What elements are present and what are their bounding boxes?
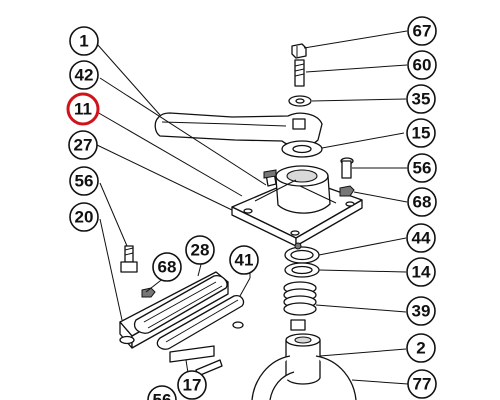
part-35-washer xyxy=(288,95,312,107)
callout-label: 67 xyxy=(413,22,432,41)
callout-label: 60 xyxy=(413,56,432,75)
part-41-gasket xyxy=(156,295,245,363)
callout-68-right: 68 xyxy=(407,187,437,217)
callout-56-right: 56 xyxy=(407,153,437,183)
part-67-nut xyxy=(291,43,307,59)
callout-label: 44 xyxy=(412,229,431,248)
part-44-oring xyxy=(284,242,320,264)
part-68-nut-right xyxy=(339,185,355,197)
callout-label: 1 xyxy=(79,32,88,51)
callout-label: 77 xyxy=(413,375,432,394)
part-2-stem xyxy=(285,319,321,385)
callout-35: 35 xyxy=(406,84,436,114)
callout-label: 56 xyxy=(75,172,94,191)
part-56-screw-right xyxy=(340,157,354,179)
part-60-stud xyxy=(294,59,305,87)
callout-label: 15 xyxy=(412,124,431,143)
callout-label: 27 xyxy=(74,136,93,155)
callout-label: 56 xyxy=(153,391,172,400)
callout-15: 15 xyxy=(406,118,436,148)
callout-label: 20 xyxy=(75,208,94,227)
callout-39: 39 xyxy=(406,296,436,326)
part-15-washer xyxy=(281,140,323,158)
callout-28: 28 xyxy=(185,235,215,265)
part-68-nut-left xyxy=(141,287,156,298)
callout-27: 27 xyxy=(68,130,98,160)
callout-label: 68 xyxy=(413,193,432,212)
part-14-ring xyxy=(284,262,320,278)
callout-17: 17 xyxy=(177,370,207,400)
callout-label: 28 xyxy=(191,241,210,260)
leader-lines xyxy=(96,30,409,387)
callout-56-bottom: 56 xyxy=(147,385,177,400)
part-1-handle xyxy=(154,112,323,147)
callout-60: 60 xyxy=(407,50,437,80)
callout-2: 2 xyxy=(406,333,436,363)
part-77-housing xyxy=(251,355,357,400)
callout-label: 56 xyxy=(413,159,432,178)
callout-11[interactable]: 11 xyxy=(66,92,100,126)
callout-42: 42 xyxy=(69,60,99,90)
part-39-spring xyxy=(283,281,317,316)
callout-44: 44 xyxy=(406,223,436,253)
callout-label: 39 xyxy=(412,302,431,321)
part-56-screw-left xyxy=(120,245,138,273)
callout-20: 20 xyxy=(69,202,99,232)
part-27-body xyxy=(231,165,363,247)
callout-56-left: 56 xyxy=(69,166,99,196)
callout-14: 14 xyxy=(406,257,436,287)
callout-label: 41 xyxy=(235,251,254,270)
callout-label: 35 xyxy=(412,90,431,109)
callout-label: 11 xyxy=(74,100,92,119)
callout-1: 1 xyxy=(69,26,99,56)
part-drawings xyxy=(119,43,363,400)
callout-67: 67 xyxy=(407,16,437,46)
callout-label: 42 xyxy=(75,66,94,85)
callout-label: 14 xyxy=(412,263,431,282)
callout-label: 2 xyxy=(416,339,425,358)
part-28-gasket xyxy=(133,275,228,334)
callout-41: 41 xyxy=(229,245,259,275)
callout-label: 17 xyxy=(183,376,202,395)
callout-68-left: 68 xyxy=(152,252,182,282)
callout-77: 77 xyxy=(407,369,437,399)
callout-label: 68 xyxy=(158,258,177,277)
